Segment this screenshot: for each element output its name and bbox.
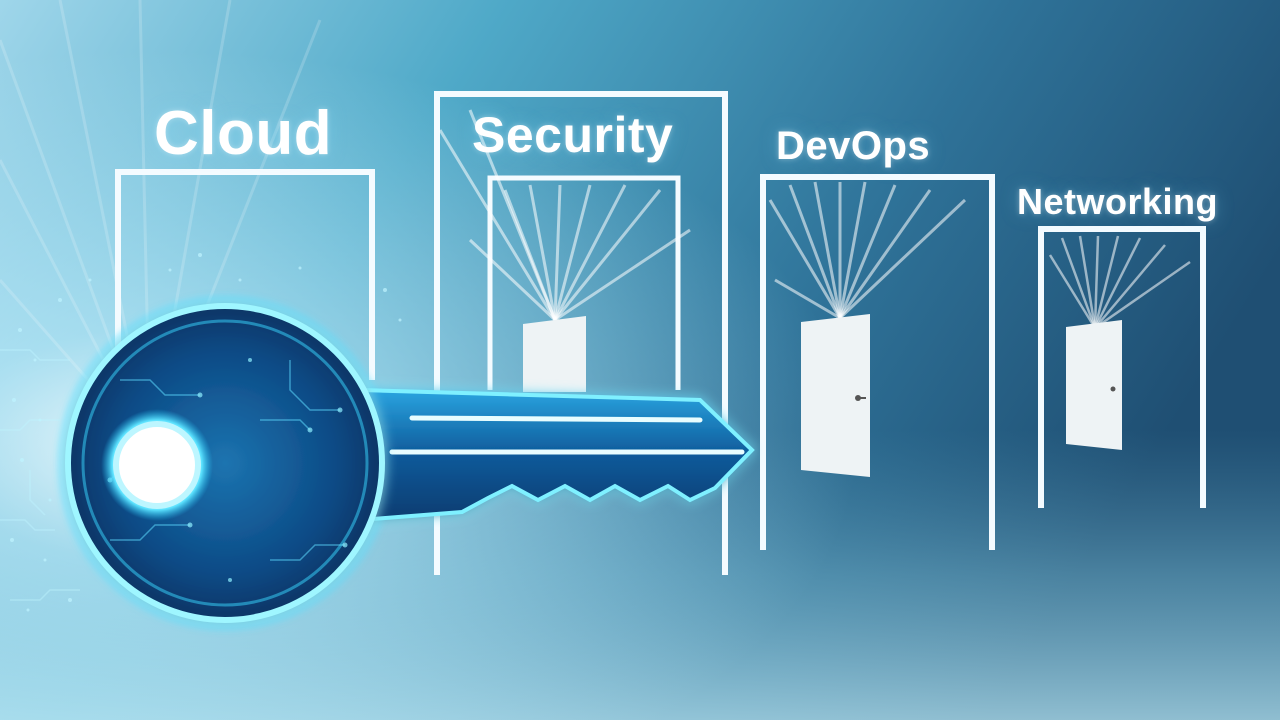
devops-door-handle-icon	[855, 395, 861, 401]
key	[57, 295, 755, 631]
devops-door-rays	[768, 181, 967, 320]
cloud-door-frame	[115, 169, 375, 380]
cloud-label: Cloud	[154, 99, 333, 168]
networking-label: Networking	[1017, 181, 1219, 222]
key-shaft	[358, 387, 755, 523]
security-door-inner-frame	[487, 175, 681, 390]
circuit-traces	[0, 349, 80, 601]
devops-label: DevOps	[776, 124, 931, 168]
security-door-outer-frame	[434, 91, 728, 575]
circuit-particles	[10, 253, 402, 612]
security-door-rays	[438, 109, 691, 322]
networking-door-handle-icon	[1110, 386, 1116, 392]
devops-door-panel	[801, 314, 870, 477]
networking-door-rays	[1048, 235, 1191, 330]
networking-door-panel	[1066, 320, 1122, 450]
devops-door-frame	[760, 174, 995, 550]
security-door-panel	[523, 316, 586, 392]
security-label: Security	[472, 107, 674, 163]
key-head	[65, 303, 385, 623]
networking-door-frame	[1038, 226, 1206, 508]
